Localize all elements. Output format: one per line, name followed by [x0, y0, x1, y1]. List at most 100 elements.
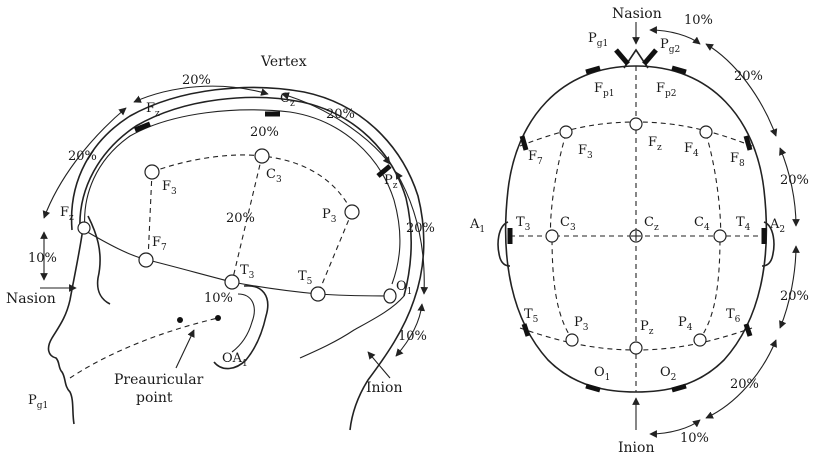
- label-fz: Fz: [146, 101, 160, 119]
- label-top-cz: Cz: [644, 215, 659, 233]
- mark-t5: [521, 323, 531, 337]
- pct-mid-lower-20: 20%: [780, 289, 809, 304]
- electrode-f3: [144, 164, 160, 180]
- label-top-o1: O1: [594, 365, 610, 383]
- label-top-t6: T6: [726, 307, 741, 325]
- label-t3: T3: [240, 263, 255, 281]
- mark-t6: [743, 323, 753, 337]
- mark-fp2: [671, 65, 687, 75]
- pct-inner: 20%: [250, 125, 279, 140]
- ear: [213, 285, 269, 370]
- mark-pz: [376, 164, 392, 178]
- label-top-pz: Pz: [640, 319, 654, 337]
- pct-mid-upper-20: 20%: [780, 173, 809, 188]
- mark-f7: [519, 135, 529, 151]
- face-brow: [87, 215, 111, 305]
- electrode-c3: [254, 148, 270, 164]
- label-top-c4: C4: [694, 215, 710, 233]
- preauricular-dot-2: [177, 317, 183, 323]
- label-cz: Cz: [280, 91, 295, 109]
- pct-cz-pz: 20%: [326, 107, 355, 122]
- lateral-view: Vertex Nasion Inion Preauricular point F…: [6, 54, 435, 431]
- label-top-a2: A2: [769, 217, 785, 235]
- mark-o2: [671, 383, 687, 393]
- arrow-preauricular: [175, 329, 195, 369]
- pct-nasion: 10%: [28, 251, 57, 266]
- label-vertex: Vertex: [260, 54, 307, 70]
- mark-fp1: [585, 65, 601, 75]
- pct-upper-20: 20%: [734, 69, 763, 84]
- arrow-inion: [367, 351, 391, 379]
- arrow-lower-20: [705, 339, 777, 419]
- back-of-head: [349, 299, 415, 431]
- label-top-t3: T3: [516, 215, 531, 233]
- head-profile: [47, 227, 84, 425]
- pct-o1-inion: 10%: [398, 329, 427, 344]
- arrow-top-10: [649, 26, 701, 45]
- label-top-f4: F4: [684, 141, 699, 159]
- mark-pg1: [614, 48, 630, 66]
- electrode-t5: [310, 286, 326, 302]
- label-inion: Inion: [366, 380, 402, 396]
- left-ear: [497, 221, 511, 267]
- head-inner-shell: [84, 109, 401, 285]
- mark-fz: [134, 121, 151, 133]
- label-pg1: Pg1: [28, 393, 48, 411]
- label-pz: Pz: [384, 173, 398, 191]
- electrode-p3: [344, 204, 360, 220]
- pct-c3-t3: 20%: [226, 211, 255, 226]
- dashed-p3-t5: [317, 211, 353, 295]
- arrow-cz-pz: [281, 92, 391, 165]
- right-ear: [761, 221, 775, 267]
- ear-inner: [231, 293, 255, 353]
- electrode-top-p3: [565, 333, 579, 347]
- label-top-o2: O2: [660, 365, 676, 383]
- arrow-fpz-fz: [42, 107, 127, 219]
- dashed-c3-t3: [231, 155, 263, 283]
- electrode-t3: [224, 274, 240, 290]
- mark-o1: [585, 383, 601, 393]
- label-top-c3: C3: [560, 215, 576, 233]
- label-top-t5: T5: [524, 307, 539, 325]
- electrode-top-c3: [545, 229, 559, 243]
- arrow-upper-20: [705, 43, 778, 137]
- electrode-f7: [138, 252, 154, 268]
- electrode-top-pz: [629, 341, 643, 355]
- label-t5: T5: [298, 269, 313, 287]
- label-top-a1: A1: [469, 217, 485, 235]
- pct-preauricular: 10%: [204, 291, 233, 306]
- arrow-mid-lower-20: [779, 245, 800, 329]
- electrode-top-f4: [699, 125, 713, 139]
- pct-fz-cz: 20%: [182, 73, 211, 88]
- pct-pz-o1: 20%: [406, 221, 435, 236]
- pct-bottom-10: 10%: [680, 431, 709, 446]
- arrow-bottom-10: [649, 419, 701, 438]
- preauricular-dot: [215, 315, 221, 321]
- label-top-inion: Inion: [618, 440, 654, 456]
- mark-pg2: [642, 48, 658, 66]
- nape-curve: [299, 295, 405, 359]
- label-top-t4: T4: [736, 215, 751, 233]
- label-top-p4: P4: [678, 315, 693, 333]
- label-o1: O1: [396, 279, 412, 297]
- electrode-o1: [383, 288, 397, 304]
- label-top-f7: F7: [528, 149, 543, 167]
- label-preauricular-2: point: [136, 390, 173, 406]
- mark-f8: [743, 135, 753, 151]
- label-top-pg1: Pg1: [588, 31, 608, 49]
- label-oa1: OA1: [222, 351, 248, 369]
- dashed-f3-f7: [147, 171, 153, 261]
- label-f3: F3: [162, 179, 177, 197]
- label-top-fz: Fz: [648, 135, 662, 153]
- label-top-p3: P3: [574, 315, 589, 333]
- label-preauricular-1: Preauricular: [114, 372, 204, 388]
- label-f7: F7: [152, 235, 167, 253]
- arrow-fz-cz: [133, 85, 269, 103]
- top-view: Nasion Inion Pg1 Pg2 Fp1 Fp2 F7 F3 Fz F4…: [469, 6, 809, 456]
- label-top-nasion: Nasion: [612, 6, 662, 22]
- label-top-fp2: Fp2: [656, 81, 677, 99]
- arrow-mid-upper-20: [779, 147, 800, 227]
- arrow-o1-inion: [395, 303, 426, 357]
- dashed-preaur: [69, 317, 219, 379]
